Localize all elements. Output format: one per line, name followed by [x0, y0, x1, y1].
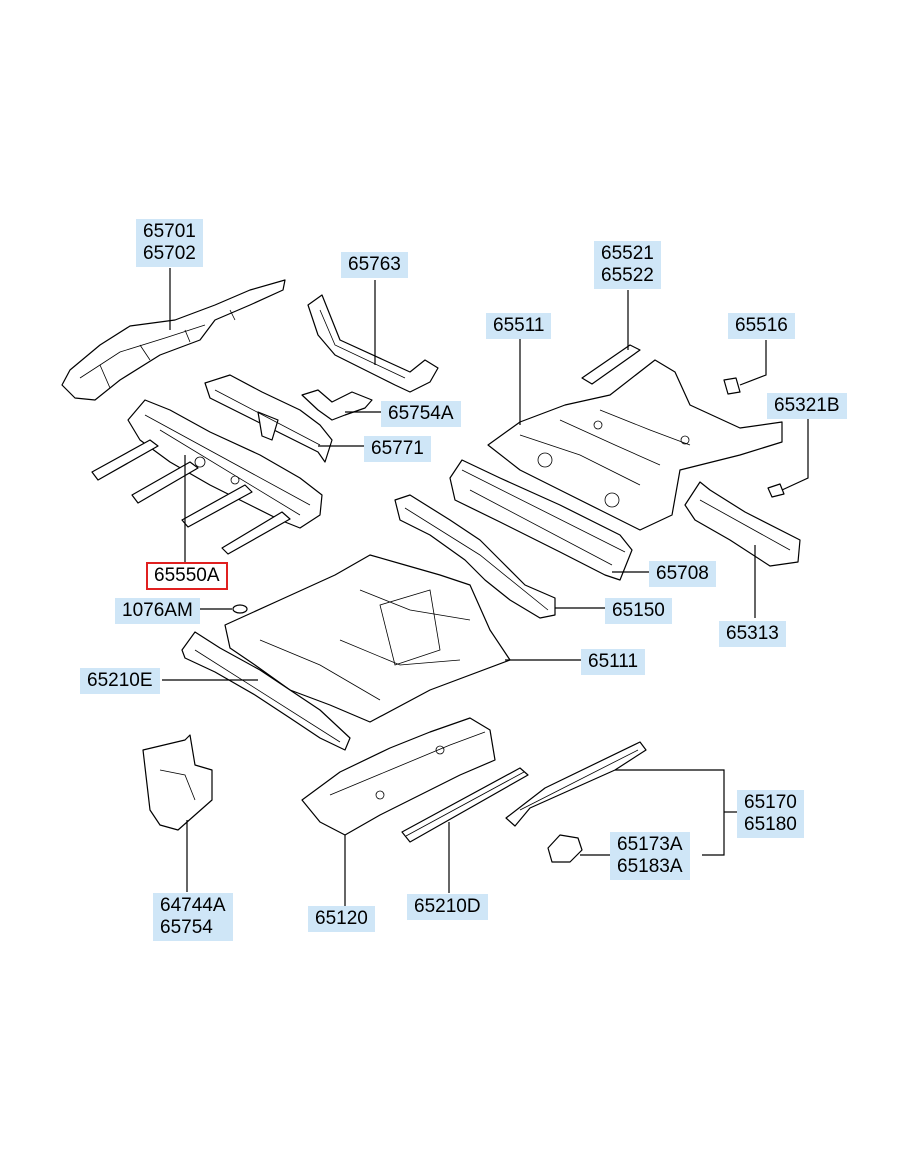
label-line: 65521	[601, 243, 654, 264]
label-65763[interactable]: 65763	[341, 252, 408, 278]
part-65111-center-floor-panel[interactable]	[224, 554, 511, 723]
part-64744a-bracket[interactable]	[142, 734, 213, 831]
label-65120[interactable]: 65120	[308, 906, 375, 932]
part-65210d-side-sill[interactable]	[401, 767, 529, 843]
label-65150[interactable]: 65150	[605, 598, 672, 624]
label-line: 65754	[160, 917, 213, 938]
part-65516-clip[interactable]	[723, 377, 741, 395]
label-65708[interactable]: 65708	[649, 561, 716, 587]
part-65321b-clip[interactable]	[767, 483, 785, 498]
label-line: 65516	[735, 315, 788, 336]
label-line: 1076AM	[122, 600, 193, 621]
label-65170-65180[interactable]: 65170 65180	[737, 790, 804, 838]
label-65313[interactable]: 65313	[719, 621, 786, 647]
part-rear-floor-panel[interactable]	[487, 359, 783, 531]
part-65754a-bracket[interactable]	[301, 389, 373, 421]
label-line: 65321B	[774, 395, 840, 416]
label-65210d[interactable]: 65210D	[407, 894, 488, 920]
part-65170-rail[interactable]	[505, 741, 647, 827]
label-line: 65150	[612, 600, 665, 621]
label-65516[interactable]: 65516	[728, 313, 795, 339]
label-65771[interactable]: 65771	[364, 436, 431, 462]
label-line: 65702	[143, 243, 196, 264]
label-line: 64744A	[160, 895, 226, 916]
label-line: 65754A	[388, 403, 454, 424]
part-65150-cross-member[interactable]	[394, 494, 556, 619]
part-65763-bracket[interactable]	[307, 294, 439, 393]
label-65701-65702[interactable]: 65701 65702	[136, 219, 203, 267]
label-line: 65550A	[154, 565, 220, 586]
label-line: 65180	[744, 814, 797, 835]
part-65173a-bracket[interactable]	[547, 834, 583, 863]
label-line: 65522	[601, 265, 654, 286]
part-65521-rail[interactable]	[581, 344, 641, 385]
label-line: 65170	[744, 792, 797, 813]
label-line: 65173A	[617, 834, 683, 855]
label-line: 65708	[656, 563, 709, 584]
label-line: 65111	[588, 651, 639, 672]
label-65173a-65183a[interactable]: 65173A 65183A	[610, 832, 690, 880]
part-front-side-member[interactable]	[61, 279, 286, 401]
label-64744a-65754[interactable]: 64744A 65754	[153, 893, 233, 941]
label-65511[interactable]: 65511	[486, 313, 552, 339]
part-65708-cross-member[interactable]	[449, 459, 633, 581]
label-line: 65183A	[617, 856, 683, 877]
label-65550a-selected[interactable]: 65550A	[146, 562, 228, 590]
label-line: 65313	[726, 623, 779, 644]
part-rear-floor-frame[interactable]	[91, 399, 323, 555]
label-line: 65210D	[414, 896, 481, 917]
part-1076am-grommet[interactable]	[232, 604, 248, 614]
label-65210e[interactable]: 65210E	[80, 668, 160, 694]
label-65521-65522[interactable]: 65521 65522	[594, 241, 661, 289]
label-line: 65511	[493, 315, 545, 336]
leader-lines	[162, 268, 809, 906]
label-line: 65701	[143, 221, 196, 242]
label-line: 65763	[348, 254, 401, 275]
part-65210e-side-sill[interactable]	[181, 631, 351, 751]
label-65754a[interactable]: 65754A	[381, 401, 461, 427]
label-1076am[interactable]: 1076AM	[115, 598, 200, 624]
label-line: 65120	[315, 908, 368, 929]
part-65313-side-rail[interactable]	[684, 481, 801, 567]
label-line: 65771	[371, 438, 424, 459]
label-line: 65210E	[87, 670, 153, 691]
label-65111[interactable]: 65111	[581, 649, 646, 675]
label-65321b[interactable]: 65321B	[767, 393, 847, 419]
part-65771-cross-member[interactable]	[204, 374, 333, 463]
